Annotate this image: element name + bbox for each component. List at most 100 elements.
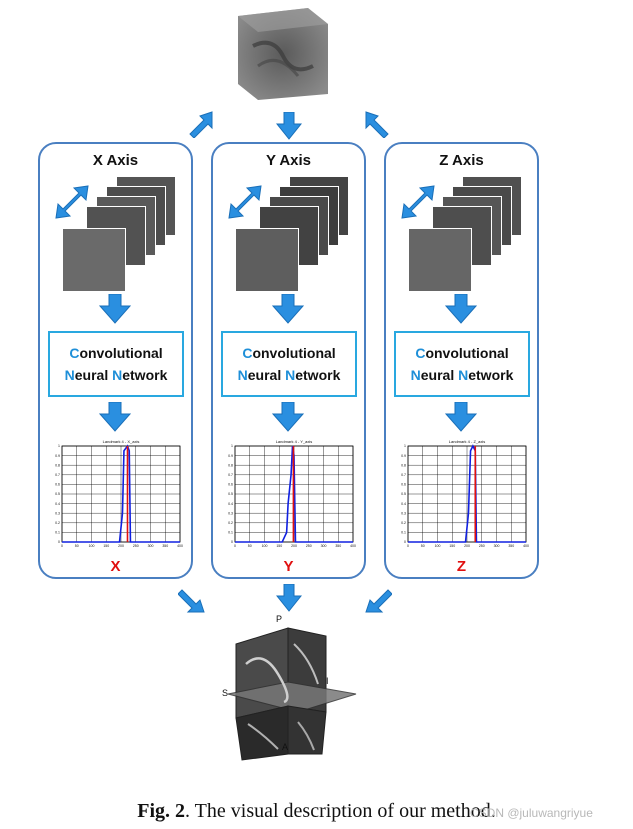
y-tick-label: 0.6 — [228, 483, 233, 487]
orientation-label-s: S — [222, 688, 229, 698]
chart-title: Landmark 4 - Y_axis — [276, 439, 313, 444]
y-tick-label: 0.2 — [228, 521, 233, 525]
y-tick-label: 0.4 — [55, 502, 60, 506]
y-tick-label: 0.8 — [228, 463, 233, 467]
volume-cube-image — [228, 6, 332, 100]
panel-x-axis: X Axis Convolutional Neural Network Land… — [38, 142, 193, 579]
orientation-label-p: P — [276, 614, 283, 624]
x-tick-label: 100 — [262, 544, 268, 548]
y-tick-label: 0.9 — [55, 454, 60, 458]
x-tick-label: 400 — [523, 544, 529, 548]
arrow-to-z-icon — [365, 111, 389, 138]
down-arrow-icon — [99, 294, 131, 324]
double-arrow-icon — [228, 185, 262, 219]
axis-title: Z Axis — [439, 152, 484, 169]
y-tick-label: 0.2 — [401, 521, 406, 525]
axis-output-label: Z — [456, 558, 467, 575]
down-arrow-icon — [445, 294, 477, 324]
slice-stack — [235, 176, 355, 296]
axis-output-label: Y — [283, 558, 294, 575]
y-tick-label: 0.6 — [401, 483, 406, 487]
chart-title: Landmark 4 - Z_axis — [449, 439, 485, 444]
x-tick-label: 150 — [276, 544, 282, 548]
x-tick-label: 300 — [148, 544, 154, 548]
y-tick-label: 1 — [58, 444, 60, 448]
down-arrow-icon — [99, 402, 131, 432]
orientation-label-a: A — [282, 742, 289, 752]
x-tick-label: 300 — [494, 544, 500, 548]
probability-curve — [235, 445, 353, 543]
double-arrow-icon — [401, 185, 435, 219]
y-tick-label: 0.3 — [55, 511, 60, 515]
x-tick-label: 100 — [435, 544, 441, 548]
watermark: CSDN @juluwangriyue — [470, 806, 593, 820]
y-tick-label: 0 — [58, 540, 60, 544]
x-tick-label: 50 — [248, 544, 252, 548]
y-tick-label: 0.7 — [55, 473, 60, 477]
down-arrow-icon — [272, 402, 304, 432]
panel-y-axis: Y Axis Convolutional Neural Network Land… — [211, 142, 366, 579]
slice-stack — [408, 176, 528, 296]
x-tick-label: 400 — [350, 544, 356, 548]
x-tick-label: 350 — [335, 544, 341, 548]
x-tick-label: 250 — [133, 544, 139, 548]
cnn-box: Convolutional Neural Network — [221, 331, 357, 397]
axis-title: Y Axis — [265, 152, 312, 169]
figure-caption: Fig. 2. The visual description of our me… — [137, 800, 496, 822]
probability-chart: Landmark 4 - Z_axis 0 50 100 150 200 250 300 350… — [401, 439, 529, 548]
y-tick-label: 0.5 — [401, 492, 406, 496]
y-tick-label: 0.3 — [228, 511, 233, 515]
arrow-from-y-icon — [276, 584, 302, 612]
cnn-box: Convolutional Neural Network — [394, 331, 530, 397]
panel-z-axis: Z Axis Convolutional Neural Network Land… — [384, 142, 539, 579]
x-tick-label: 300 — [321, 544, 327, 548]
x-tick-label: 250 — [479, 544, 485, 548]
x-tick-label: 400 — [177, 544, 183, 548]
chart-title: Landmark 4 - X_axis — [103, 439, 140, 444]
x-tick-label: 150 — [103, 544, 109, 548]
x-tick-label: 0 — [234, 544, 236, 548]
orthogonal-slices-image: P I S A — [218, 614, 364, 764]
y-tick-label: 0.4 — [401, 502, 406, 506]
y-tick-label: 0 — [404, 540, 406, 544]
x-tick-label: 250 — [306, 544, 312, 548]
y-tick-label: 0.1 — [228, 531, 233, 535]
double-arrow-icon — [55, 185, 89, 219]
x-tick-label: 350 — [162, 544, 168, 548]
y-tick-label: 0.5 — [228, 492, 233, 496]
probability-chart: Landmark 4 - Y_axis 0 50 100 150 200 250 300 350… — [228, 439, 356, 548]
x-tick-label: 150 — [449, 544, 455, 548]
y-tick-label: 0.8 — [55, 463, 60, 467]
arrow-to-y-icon — [276, 112, 302, 140]
y-tick-label: 0.1 — [401, 531, 406, 535]
y-tick-label: 0.7 — [228, 473, 233, 477]
down-arrow-icon — [445, 402, 477, 432]
arrow-to-x-icon — [189, 111, 213, 138]
x-tick-label: 350 — [508, 544, 514, 548]
y-tick-label: 1 — [404, 444, 406, 448]
axis-output-label: X — [110, 558, 121, 575]
axis-title: X Axis — [92, 152, 139, 169]
x-tick-label: 0 — [407, 544, 409, 548]
x-tick-label: 200 — [464, 544, 470, 548]
y-tick-label: 0.4 — [228, 502, 233, 506]
orientation-label-i: I — [326, 676, 329, 686]
y-tick-label: 0.2 — [55, 521, 60, 525]
y-tick-label: 0.5 — [55, 492, 60, 496]
y-tick-label: 0.9 — [401, 454, 406, 458]
y-tick-label: 0 — [231, 540, 233, 544]
slice-stack — [62, 176, 182, 296]
x-tick-label: 50 — [75, 544, 79, 548]
y-tick-label: 0.9 — [228, 454, 233, 458]
cnn-box: Convolutional Neural Network — [48, 331, 184, 397]
y-tick-label: 0.7 — [401, 473, 406, 477]
y-tick-label: 0.6 — [55, 483, 60, 487]
arrow-from-z-icon — [365, 589, 392, 613]
y-tick-label: 0.3 — [401, 511, 406, 515]
x-tick-label: 100 — [89, 544, 95, 548]
x-tick-label: 0 — [61, 544, 63, 548]
y-tick-label: 1 — [231, 444, 233, 448]
x-tick-label: 50 — [421, 544, 425, 548]
x-tick-label: 200 — [291, 544, 297, 548]
